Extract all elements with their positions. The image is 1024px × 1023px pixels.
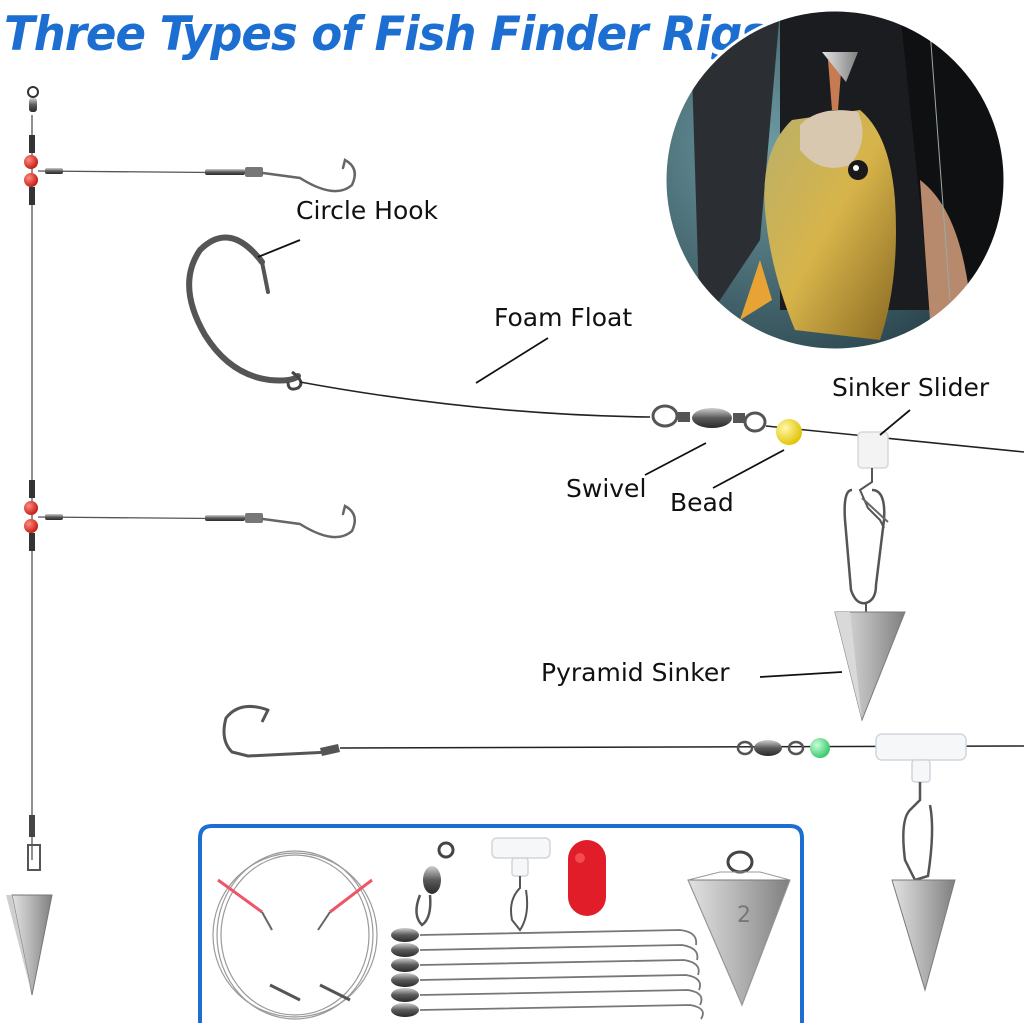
label-circle-hook: Circle Hook: [296, 196, 439, 225]
two-hook-rig: [6, 86, 357, 996]
j-hook-icon: [222, 704, 332, 758]
swivel-snap-icon: [415, 841, 455, 927]
yellow-bead-icon: [776, 419, 802, 445]
large-circle-hook-icon: [186, 234, 301, 384]
contents-frame: [198, 824, 804, 1023]
label-pyramid-sinker: Pyramid Sinker: [541, 658, 730, 687]
sinker-weight-mark: 2: [737, 903, 751, 928]
red-bead-icon: [24, 155, 38, 169]
swivel-ring-icon: [651, 404, 679, 428]
foam-float-icon: [568, 840, 606, 916]
pyramid-sinker-icon: [11, 894, 53, 996]
snap-icon: [843, 488, 886, 605]
callout-lines: [257, 239, 911, 678]
swivels-hooks-icon: [391, 928, 704, 1020]
large-pyramid-sinker-icon: 2: [687, 850, 791, 1007]
package-contents: 2: [198, 824, 804, 1023]
green-bead-icon: [810, 738, 830, 758]
barrel-swivel-icon: [692, 408, 732, 428]
red-bead-icon: [24, 519, 38, 533]
page-title: Three Types of Fish Finder Rigs: [4, 6, 768, 62]
pyramid-sinker-icon: [891, 879, 956, 992]
red-bead-icon: [24, 501, 38, 515]
sinker-slider-icon: [875, 733, 967, 761]
label-foam-float: Foam Float: [494, 303, 633, 332]
label-bead: Bead: [670, 488, 734, 517]
label-sinker-slider: Sinker Slider: [832, 373, 990, 402]
snap-swivel-icon: [27, 86, 39, 98]
sinker-slider-icon: [857, 431, 889, 469]
slider-rig: [186, 234, 1024, 722]
circle-hook-icon: [261, 158, 357, 193]
fish-photo: [663, 8, 1007, 352]
slider-icon: [491, 837, 551, 932]
red-bead-icon: [24, 173, 38, 187]
circle-hook-icon: [261, 504, 357, 539]
barrel-swivel-icon: [754, 740, 782, 756]
label-swivel: Swivel: [566, 474, 647, 503]
j-hook-rig: [222, 704, 1024, 992]
coiled-leaders-icon: [212, 850, 378, 1020]
